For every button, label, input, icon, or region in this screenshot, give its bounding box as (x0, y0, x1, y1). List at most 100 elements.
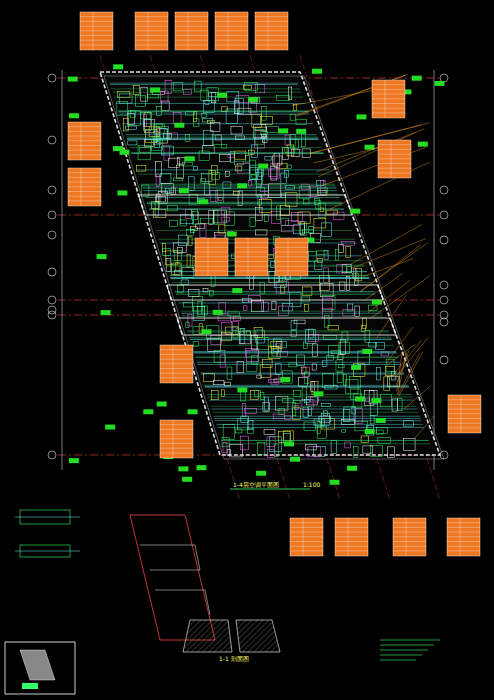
equipment-symbol (144, 115, 147, 127)
cad-stroke (182, 316, 383, 317)
cad-stroke (378, 154, 411, 155)
tag (179, 188, 189, 193)
cad-stroke (378, 172, 411, 173)
equipment-symbol (292, 212, 303, 221)
equipment-symbol (243, 403, 246, 416)
equipment-symbol (342, 242, 355, 246)
cad-stroke (335, 527, 368, 528)
equipment-symbol (313, 447, 325, 457)
cad-stroke (290, 532, 323, 533)
cad-stroke (148, 12, 149, 50)
leader-line (370, 276, 430, 319)
leader-line (364, 273, 403, 301)
equipment-symbol (139, 148, 151, 153)
equipment-symbol (208, 338, 221, 351)
leader-line (399, 352, 423, 397)
equipment-symbol (339, 282, 344, 290)
tag (68, 77, 78, 82)
cad-stroke (335, 536, 368, 537)
equipment-symbol (361, 436, 368, 442)
cad-stroke (147, 202, 342, 203)
cad-stroke (127, 138, 318, 139)
cad-stroke (175, 40, 208, 41)
equipment-symbol (275, 444, 279, 456)
cad-stroke (171, 278, 370, 279)
equipment-symbol (233, 191, 239, 195)
equipment-symbol (252, 115, 262, 127)
axis-bubble (440, 451, 448, 459)
equipment-symbol (275, 364, 281, 374)
cad-stroke (135, 35, 168, 36)
cad-stroke (109, 83, 298, 84)
schedule-table (447, 518, 480, 556)
schedule-table (393, 518, 426, 556)
cad-stroke (447, 536, 480, 537)
equipment-symbol (148, 94, 159, 98)
cad-stroke (393, 527, 426, 528)
cad-stroke (137, 169, 330, 170)
cad-stroke (135, 30, 168, 31)
tag (371, 398, 381, 403)
equipment-symbol (137, 165, 146, 171)
equipment-symbol (251, 300, 263, 311)
cad-stroke (255, 26, 288, 27)
equipment-symbol (163, 133, 171, 138)
cad-stroke (160, 443, 193, 444)
equipment-symbol (186, 322, 189, 327)
equipment-symbol (231, 151, 235, 162)
axis-bubble (440, 236, 448, 244)
equipment-symbol (377, 427, 388, 433)
cad-stroke (448, 423, 481, 424)
cad-stroke (160, 377, 193, 378)
cad-stroke (215, 21, 248, 22)
cad-stroke (176, 294, 376, 295)
tag (351, 365, 361, 370)
equipment-symbol (302, 149, 310, 157)
equipment-symbol (298, 212, 310, 224)
equipment-symbol (283, 431, 293, 441)
equipment-symbol (161, 101, 169, 110)
tag (217, 93, 227, 98)
equipment-symbol (300, 222, 306, 236)
equipment-symbol (290, 140, 298, 149)
cad-stroke (160, 429, 193, 430)
tag (113, 64, 123, 69)
cad-stroke (448, 413, 481, 414)
equipment-symbol (202, 118, 213, 122)
equipment-symbol (201, 219, 213, 224)
tag (198, 199, 208, 204)
axis-bubble (48, 311, 56, 319)
building-outline (100, 72, 440, 455)
axis-bubble (440, 74, 448, 82)
cad-stroke (197, 362, 400, 363)
cad-stroke (160, 354, 193, 355)
cad-stroke (448, 409, 481, 410)
equipment-symbol (339, 244, 344, 252)
tag (174, 123, 184, 128)
equipment-symbol (266, 126, 278, 132)
equipment-symbol (283, 303, 293, 311)
cad-stroke (208, 397, 413, 398)
cad-stroke (447, 546, 480, 547)
equipment-symbol (349, 377, 360, 388)
tag (101, 310, 111, 315)
equipment-symbol (189, 177, 195, 191)
schedule-table (275, 238, 308, 276)
equipment-symbol (237, 163, 249, 173)
equipment-symbol (173, 178, 182, 181)
cad-stroke (181, 311, 381, 312)
tag (97, 254, 107, 259)
axis-bubble (48, 268, 56, 276)
schedule-table (175, 12, 208, 50)
cad-stroke (147, 202, 342, 203)
equipment-symbol (317, 188, 328, 192)
cad-stroke (255, 35, 288, 36)
cad-stroke (111, 88, 300, 89)
equipment-symbol (304, 304, 308, 311)
equipment-symbol (178, 157, 185, 164)
cad-stroke (143, 190, 337, 191)
equipment-symbol (271, 164, 280, 179)
cad-stroke (132, 153, 324, 154)
tag (237, 387, 247, 392)
cad-stroke (118, 110, 308, 111)
